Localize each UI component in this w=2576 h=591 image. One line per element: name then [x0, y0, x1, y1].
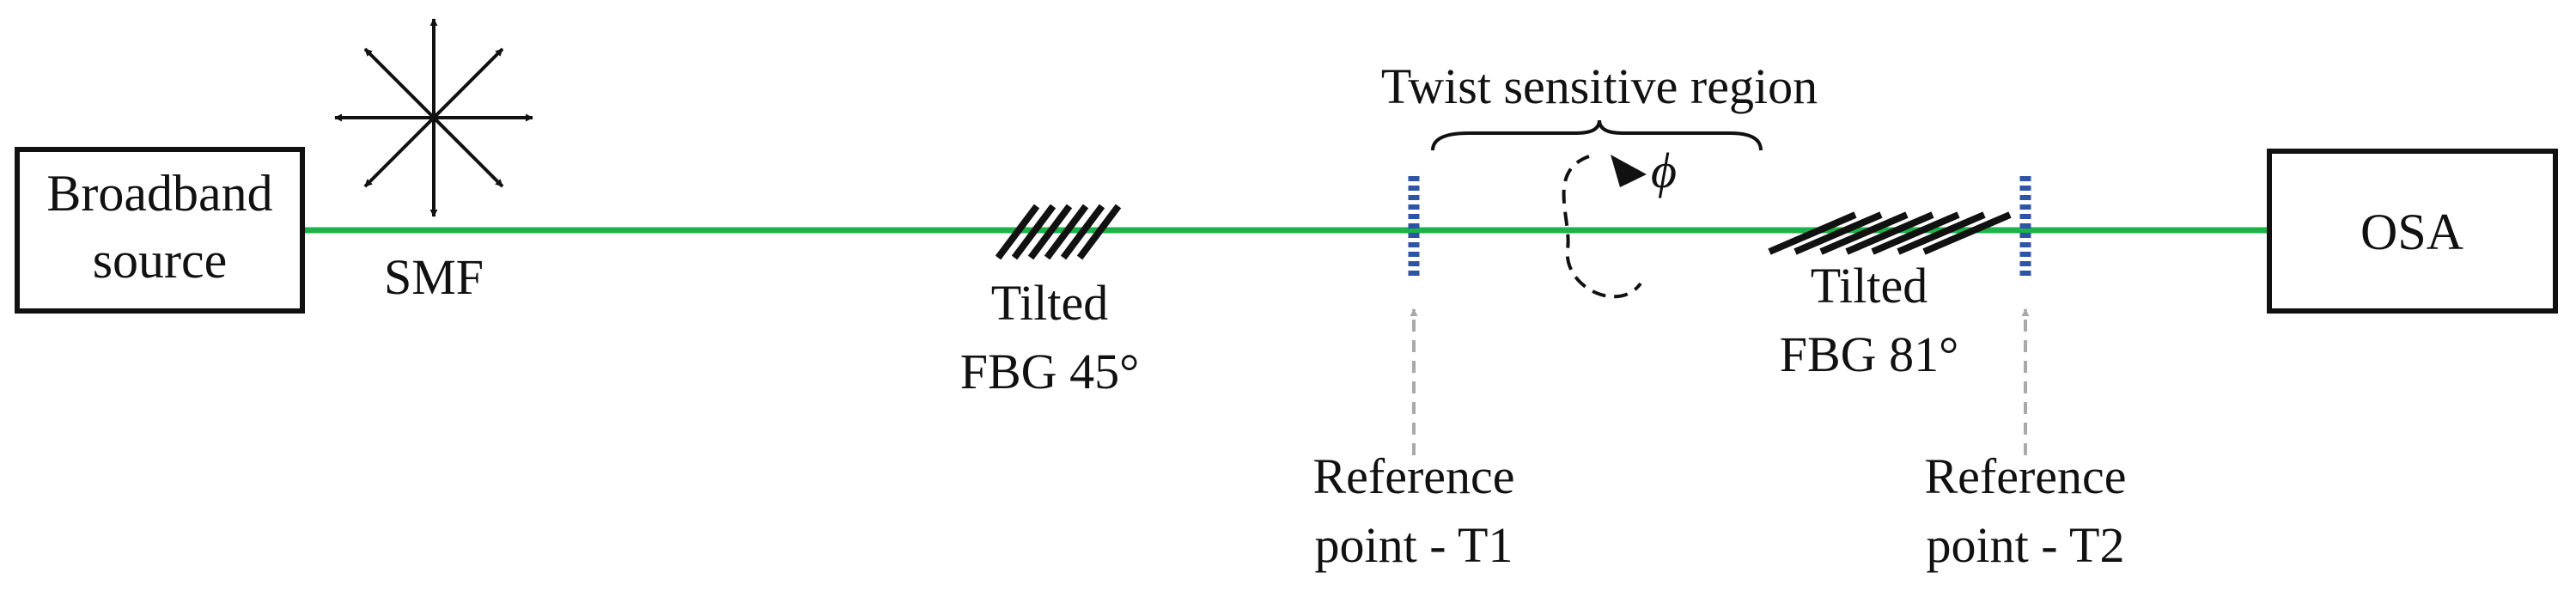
- osa-label: OSA: [2360, 204, 2463, 260]
- broadband-source-label-line2: source: [93, 232, 228, 289]
- twist-rotation-arrowhead-icon: [1611, 155, 1647, 187]
- osa-box: OSA: [2267, 149, 2558, 314]
- fbg81-label-line2: FBG 81°: [1780, 326, 1959, 382]
- twist-region-label: Twist sensitive region: [1381, 58, 1818, 114]
- twist-rotation-arrow-icon: [1562, 155, 1642, 299]
- osa-frame: [2267, 149, 2558, 314]
- broadband-source-frame: [15, 147, 305, 314]
- tilted-fbg-45-grating: [995, 204, 1122, 260]
- ref-t1-label-line2: point - T1: [1315, 517, 1513, 573]
- fbg81-label-line1: Tilted: [1811, 258, 1927, 314]
- broadband-emission-star-icon: [334, 18, 533, 217]
- ref-t2-label-line1: Reference: [1924, 448, 2126, 504]
- fbg45-label-line1: Tilted: [991, 275, 1108, 331]
- tilted-fbg-81-grating: [1768, 211, 2012, 255]
- broadband-source-label-line1: Broadband: [46, 165, 272, 222]
- broadband-source-box: Broadband source: [15, 147, 305, 314]
- smf-label: SMF: [384, 249, 484, 305]
- twist-region-brace: [1431, 119, 1763, 151]
- fbg45-label-line2: FBG 45°: [960, 344, 1140, 399]
- phi-label: ϕ: [1651, 143, 1677, 198]
- ref-t1-label-line1: Reference: [1312, 448, 1514, 504]
- ref-t2-label-line2: point - T2: [1927, 517, 2125, 573]
